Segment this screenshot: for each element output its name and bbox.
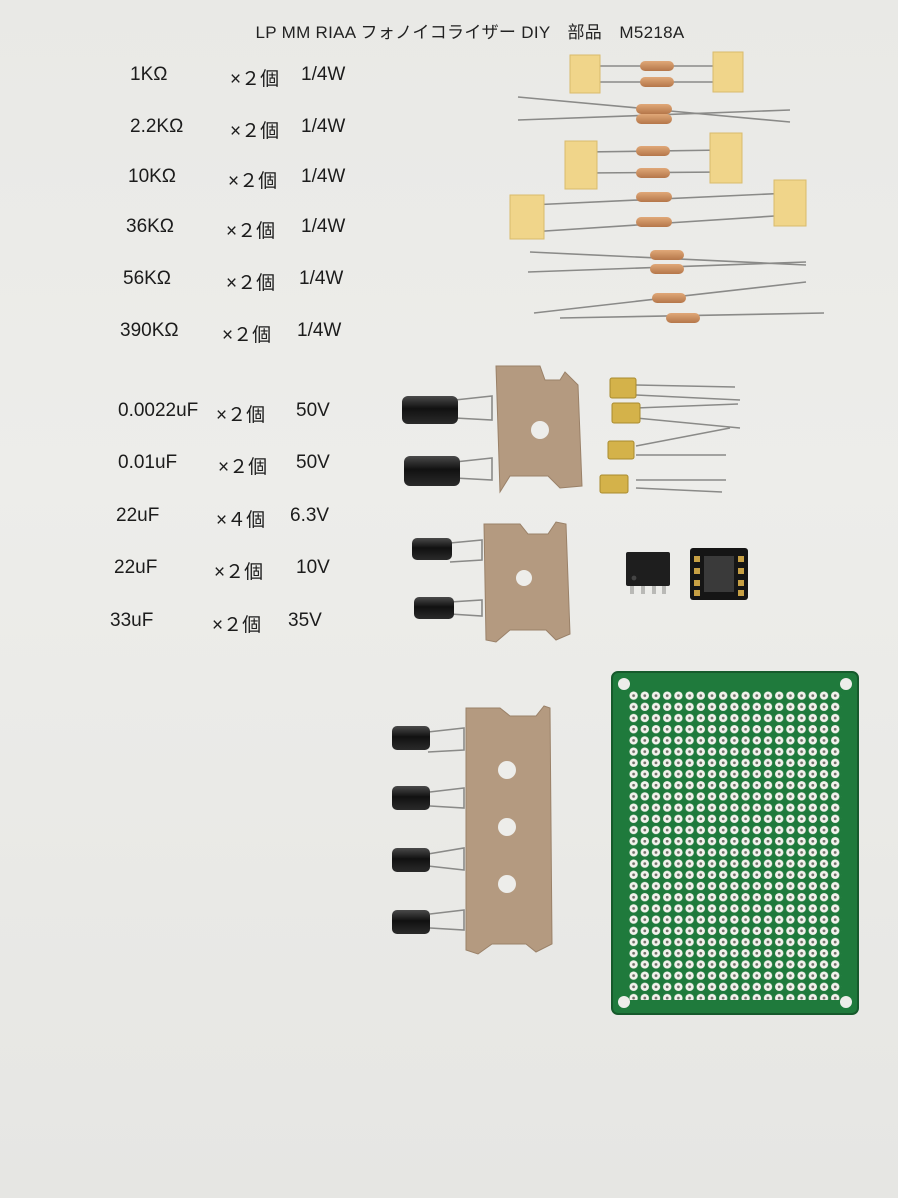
part-rating: 1/4W [301,64,346,85]
resistor-390k [533,281,825,323]
part-value: 36KΩ [126,216,175,237]
film-capacitors [599,377,741,494]
part-qty: ×２個 [218,457,268,478]
part-value: 56KΩ [123,268,172,289]
part-qty: ×２個 [212,615,262,636]
part-value: 0.01uF [118,452,178,473]
part-qty: ×２個 [216,405,266,426]
part-value: 0.0022uF [118,400,199,421]
resistor-56k [527,250,807,274]
part-value: 22uF [116,505,160,526]
part-rating: 1/4W [297,320,342,341]
resistor-strip-1k [569,51,744,94]
cardboard-strip-33uf [402,365,583,494]
part-value: 10KΩ [128,166,177,187]
part-value: 33uF [110,610,154,631]
part-qty: ×２個 [214,562,264,583]
ic-socket [690,548,748,600]
part-rating: 35V [288,610,322,631]
part-rating: 50V [296,400,330,421]
part-qty: ×２個 [228,171,278,192]
perfboard-pcb [611,671,859,1015]
photo-title: LP MM RIAA フォノイコライザー DIY 部品 M5218A [255,23,685,42]
part-qty: ×２個 [230,121,280,142]
cardboard-strip-22uf-6v3 [392,705,553,955]
part-rating: 50V [296,452,330,473]
resistor-2k2 [517,96,791,124]
resistor-strip-10k [564,132,743,190]
part-qty: ×４個 [216,510,266,531]
part-rating: 1/4W [301,166,346,187]
part-value: 390KΩ [120,320,179,341]
op-amp-ic [626,552,670,594]
part-rating: 1/4W [301,116,346,137]
part-qty: ×２個 [226,221,276,242]
part-value: 2.2KΩ [130,116,184,137]
part-rating: 6.3V [290,505,330,526]
part-value: 22uF [114,557,158,578]
part-value: 1KΩ [130,64,168,85]
part-rating: 1/4W [301,216,346,237]
part-rating: 10V [296,557,330,578]
cardboard-strip-22uf-10v [412,521,571,643]
part-qty: ×２個 [226,273,276,294]
part-qty: ×２個 [222,325,272,346]
part-qty: ×２個 [230,69,280,90]
resistor-strip-36k [509,179,807,240]
part-rating: 1/4W [299,268,344,289]
